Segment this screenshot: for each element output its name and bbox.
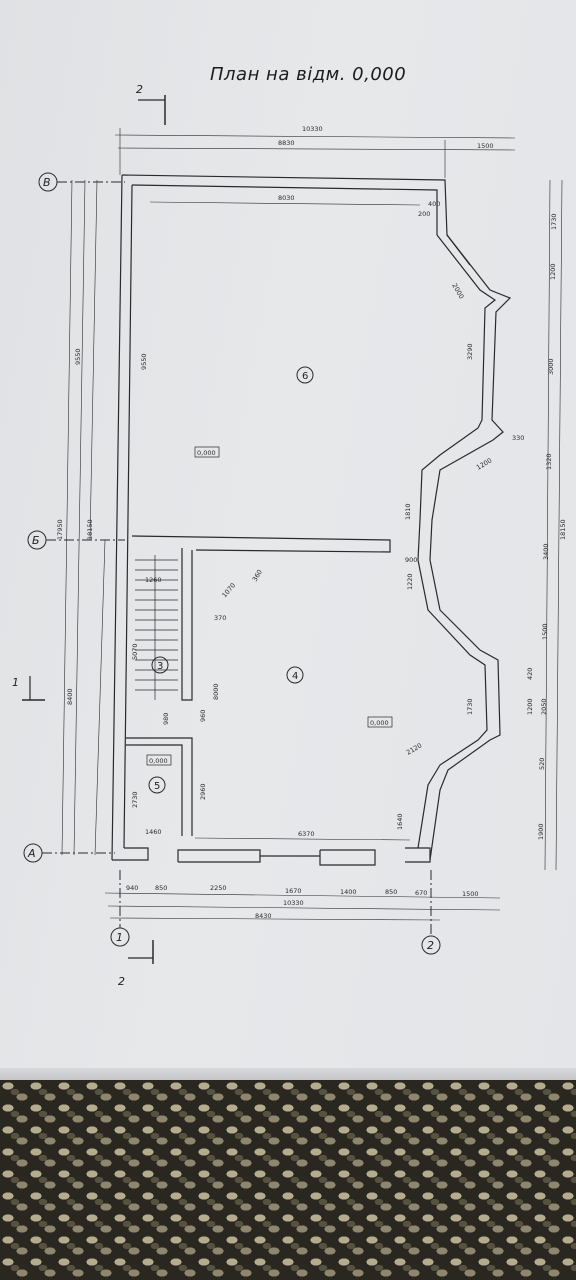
- svg-text:1070: 1070: [220, 581, 237, 599]
- svg-text:1400: 1400: [340, 888, 357, 896]
- axis-a: А: [23, 843, 115, 863]
- svg-text:330: 330: [512, 434, 524, 442]
- svg-text:2: 2: [427, 939, 434, 952]
- svg-text:3290: 3290: [466, 343, 474, 360]
- svg-text:4: 4: [292, 671, 298, 682]
- svg-text:1730: 1730: [550, 213, 558, 230]
- svg-text:10330: 10330: [283, 899, 304, 907]
- svg-text:520: 520: [538, 758, 546, 770]
- svg-text:1200: 1200: [526, 698, 534, 715]
- room-3: 3: [151, 656, 169, 674]
- svg-text:1260: 1260: [145, 576, 162, 584]
- svg-text:0,000: 0,000: [370, 719, 389, 727]
- svg-text:200: 200: [418, 210, 430, 218]
- dims-right: [544, 179, 563, 871]
- section-mark-bottom: 2: [118, 975, 125, 988]
- svg-text:6370: 6370: [298, 830, 315, 838]
- svg-text:850: 850: [385, 888, 397, 896]
- level-mark: 0,000: [194, 446, 220, 458]
- svg-text:940: 940: [126, 884, 138, 892]
- svg-text:17950: 17950: [56, 519, 64, 540]
- svg-text:1640: 1640: [396, 813, 404, 830]
- svg-text:0,000: 0,000: [149, 757, 168, 765]
- svg-text:2250: 2250: [210, 884, 227, 892]
- axis-1: 1: [110, 870, 130, 947]
- svg-text:850: 850: [155, 884, 167, 892]
- svg-text:8430: 8430: [255, 912, 272, 920]
- svg-text:А: А: [27, 847, 36, 860]
- svg-text:1500: 1500: [477, 142, 494, 150]
- section-mark-top: 2: [136, 83, 143, 96]
- svg-text:8000: 8000: [212, 683, 220, 700]
- svg-text:1500: 1500: [541, 623, 549, 640]
- svg-text:2000: 2000: [450, 282, 465, 300]
- dims-left: [61, 179, 106, 856]
- svg-text:400: 400: [428, 200, 440, 208]
- room-5: 5: [148, 776, 166, 794]
- svg-text:1200: 1200: [475, 457, 493, 472]
- svg-text:8030: 8030: [278, 194, 295, 202]
- svg-text:3400: 3400: [542, 543, 550, 560]
- level-mark: 0,000: [367, 716, 393, 728]
- axis-b: Б: [27, 530, 125, 550]
- svg-text:1: 1: [116, 931, 123, 944]
- svg-text:Б: Б: [32, 534, 40, 547]
- svg-text:1730: 1730: [466, 698, 474, 715]
- svg-text:1220: 1220: [406, 573, 414, 590]
- svg-text:2050: 2050: [540, 698, 548, 715]
- svg-text:2730: 2730: [131, 791, 139, 808]
- svg-text:1200: 1200: [549, 263, 557, 280]
- svg-text:9550: 9550: [74, 348, 82, 365]
- svg-text:1670: 1670: [285, 887, 302, 895]
- svg-text:900: 900: [405, 556, 417, 564]
- svg-text:980: 980: [162, 713, 170, 725]
- section-mark-left: 1: [12, 676, 19, 689]
- svg-text:2120: 2120: [405, 742, 423, 757]
- svg-text:В: В: [43, 176, 51, 189]
- svg-text:10330: 10330: [302, 125, 323, 133]
- level-mark: 0,000: [146, 754, 172, 766]
- axis-2: 2: [421, 870, 441, 955]
- svg-text:9550: 9550: [140, 353, 148, 370]
- walls: [111, 174, 512, 866]
- svg-text:1810: 1810: [404, 503, 412, 520]
- rug-background: [0, 1080, 576, 1280]
- svg-text:3000: 3000: [547, 358, 555, 375]
- svg-text:5070: 5070: [131, 643, 139, 660]
- svg-text:1460: 1460: [145, 828, 162, 836]
- svg-text:370: 370: [214, 614, 226, 622]
- svg-text:8400: 8400: [66, 688, 74, 705]
- room-6: 6: [296, 366, 314, 384]
- svg-text:960: 960: [199, 710, 207, 722]
- plan-title: План на відм. 0,000: [210, 64, 406, 85]
- svg-text:6: 6: [302, 371, 308, 382]
- svg-text:2960: 2960: [199, 783, 207, 800]
- svg-text:0,000: 0,000: [197, 449, 216, 457]
- svg-text:18150: 18150: [86, 519, 94, 540]
- svg-text:8830: 8830: [278, 139, 295, 147]
- svg-text:18150: 18150: [559, 519, 567, 540]
- dims-bottom: [104, 837, 501, 921]
- svg-text:1500: 1500: [462, 890, 479, 898]
- svg-text:3: 3: [157, 661, 163, 672]
- svg-text:420: 420: [526, 668, 534, 680]
- axis-v: В: [38, 172, 125, 192]
- dims-top: [114, 128, 516, 206]
- svg-text:670: 670: [415, 889, 427, 897]
- staircase: [135, 555, 178, 700]
- svg-text:1900: 1900: [537, 823, 545, 840]
- svg-text:360: 360: [251, 568, 264, 583]
- svg-text:5: 5: [154, 781, 160, 792]
- room-4: 4: [286, 666, 304, 684]
- svg-text:1320: 1320: [545, 453, 553, 470]
